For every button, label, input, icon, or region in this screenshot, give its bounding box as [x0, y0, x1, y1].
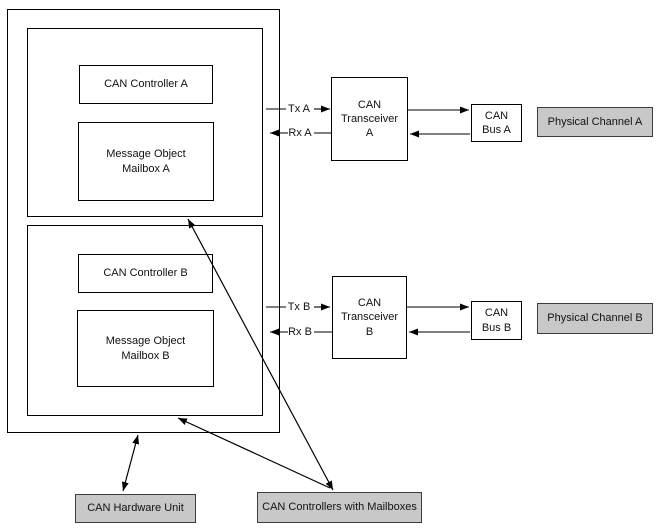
can-hardware-unit-callout: CAN Hardware Unit	[75, 494, 196, 523]
can-controllers-with-mailboxes-callout: CAN Controllers with Mailboxes	[257, 492, 422, 523]
can-transceiver-b-box: CAN Transceiver B	[332, 276, 407, 359]
hardware-unit-callout-arrow	[121, 434, 140, 492]
message-object-mailbox-a-box: Message Object Mailbox A	[78, 122, 214, 201]
can-bus-a-box: CAN Bus A	[471, 104, 522, 142]
physical-channel-b-box: Physical Channel B	[537, 303, 653, 334]
rx-a-label: Rx A	[288, 127, 312, 139]
can-transceiver-a-box: CAN Transceiver A	[331, 77, 408, 161]
tx-b-label: Tx B	[287, 301, 311, 313]
tx-a-label: Tx A	[287, 103, 310, 115]
rx-b-label: Rx B	[288, 326, 312, 338]
controller-with-mailbox-a-box	[27, 28, 263, 217]
can-bus-b-box: CAN Bus B	[471, 301, 522, 340]
can-controller-b-box: CAN Controller B	[78, 254, 213, 293]
can-controller-a-box: CAN Controller A	[79, 65, 213, 104]
physical-channel-a-box: Physical Channel A	[537, 107, 653, 137]
message-object-mailbox-b-box: Message Object Mailbox B	[77, 310, 214, 387]
